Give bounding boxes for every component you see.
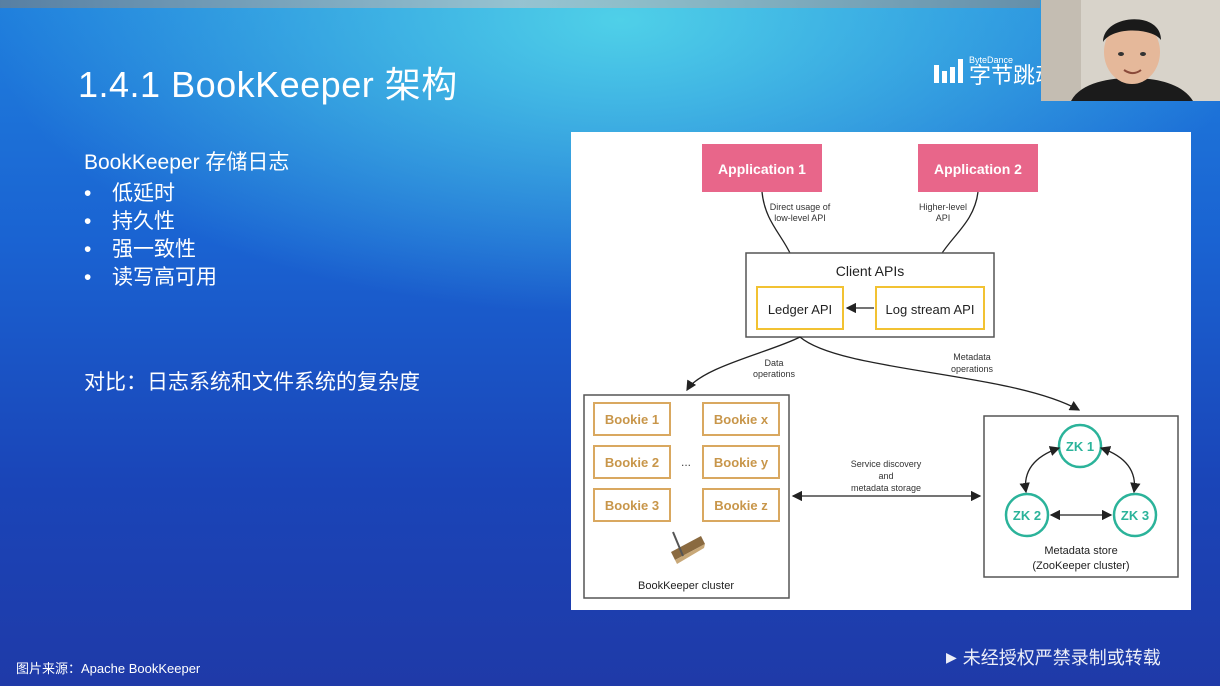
- client-apis-box: Client APIs Ledger API Log stream API: [745, 252, 995, 338]
- list-item: •持久性: [84, 208, 289, 236]
- comparison-text: 对比：日志系统和文件系统的复杂度: [84, 371, 420, 394]
- app1-note: Direct usage of: [770, 202, 831, 212]
- zk-label: ZK 1: [1066, 439, 1094, 454]
- svg-text:and: and: [878, 471, 893, 481]
- bookie-label: Bookie 1: [605, 412, 659, 427]
- app2-note: Higher-level: [919, 202, 967, 212]
- list-item: •低延时: [84, 180, 289, 208]
- watermark-text: 未经授权严禁录制或转载: [962, 648, 1161, 668]
- svg-text:metadata storage: metadata storage: [851, 483, 921, 493]
- watermark: ▶ 未经授权严禁录制或转载: [946, 644, 1161, 670]
- image-source-caption: 图片来源：Apache BookKeeper: [16, 661, 201, 676]
- logo-big-text: 字节跳动: [969, 62, 1058, 88]
- bookkeeper-book-icon: [671, 531, 705, 564]
- list-item: •强一致性: [84, 236, 289, 264]
- metadata-store-box: ZK 1 ZK 2 ZK 3 Metadata store (ZooKeeper…: [983, 415, 1179, 578]
- logo-small-text: ByteDance: [969, 54, 1014, 65]
- bullet-dot-icon: •: [84, 266, 92, 289]
- bookie-label: Bookie x: [714, 412, 769, 427]
- app2-note: API: [936, 213, 951, 223]
- svg-text:operations: operations: [753, 369, 796, 379]
- bullet-section: BookKeeper 存储日志 •低延时 •持久性 •强一致性 •读写高可用: [84, 146, 289, 292]
- application-2-box: Application 2: [918, 144, 1038, 192]
- bookkeeper-cluster-box: Bookie 1 Bookie 2 Bookie 3 Bookie x Book…: [583, 394, 790, 599]
- ledger-api-label: Ledger API: [768, 302, 832, 317]
- arrow-data-operations: [686, 336, 801, 392]
- svg-text:Metadata store: Metadata store: [1044, 545, 1117, 557]
- arrow-metadata-operations: [799, 336, 1081, 411]
- app1-note: low-level API: [774, 213, 826, 223]
- bytedance-logo: ByteDance 字节跳动: [934, 54, 1057, 88]
- svg-text:Client APIs: Client APIs: [836, 263, 904, 279]
- bullet-dot-icon: •: [84, 238, 92, 261]
- log-stream-api-label: Log stream API: [886, 302, 975, 317]
- bookie-label: Bookie 2: [605, 455, 659, 470]
- svg-text:Application 1: Application 1: [718, 161, 806, 177]
- list-item: •读写高可用: [84, 264, 289, 292]
- bullet-dot-icon: •: [84, 210, 92, 233]
- zk-label: ZK 2: [1013, 508, 1041, 523]
- bookie-label: Bookie 3: [605, 498, 659, 513]
- webcam-video-feed: [1041, 0, 1220, 101]
- window-top-strip: [0, 0, 1040, 8]
- svg-text:Service discovery: Service discovery: [851, 459, 922, 469]
- architecture-diagram: Application 1 Application 2 Direct usage…: [571, 132, 1191, 610]
- bullets-heading: BookKeeper 存储日志: [84, 151, 290, 174]
- bullet-list: •低延时 •持久性 •强一致性 •读写高可用: [84, 180, 289, 292]
- bullet-dot-icon: •: [84, 182, 92, 205]
- bookie-label: Bookie y: [714, 455, 769, 470]
- cursor-icon: ▶: [946, 648, 957, 665]
- bookie-label: Bookie z: [714, 498, 768, 513]
- svg-text:...: ...: [681, 455, 691, 469]
- cluster-label: BookKeeper cluster: [638, 580, 734, 592]
- svg-text:Data: Data: [764, 358, 783, 368]
- zk-label: ZK 3: [1121, 508, 1149, 523]
- svg-text:(ZooKeeper cluster): (ZooKeeper cluster): [1032, 560, 1129, 572]
- slide-title: 1.4.1 BookKeeper 架构: [78, 64, 458, 105]
- bytedance-logo-icon: [934, 59, 963, 83]
- application-1-box: Application 1: [702, 144, 822, 192]
- svg-text:Application 2: Application 2: [934, 161, 1022, 177]
- svg-text:operations: operations: [951, 364, 994, 374]
- svg-text:Metadata: Metadata: [953, 352, 991, 362]
